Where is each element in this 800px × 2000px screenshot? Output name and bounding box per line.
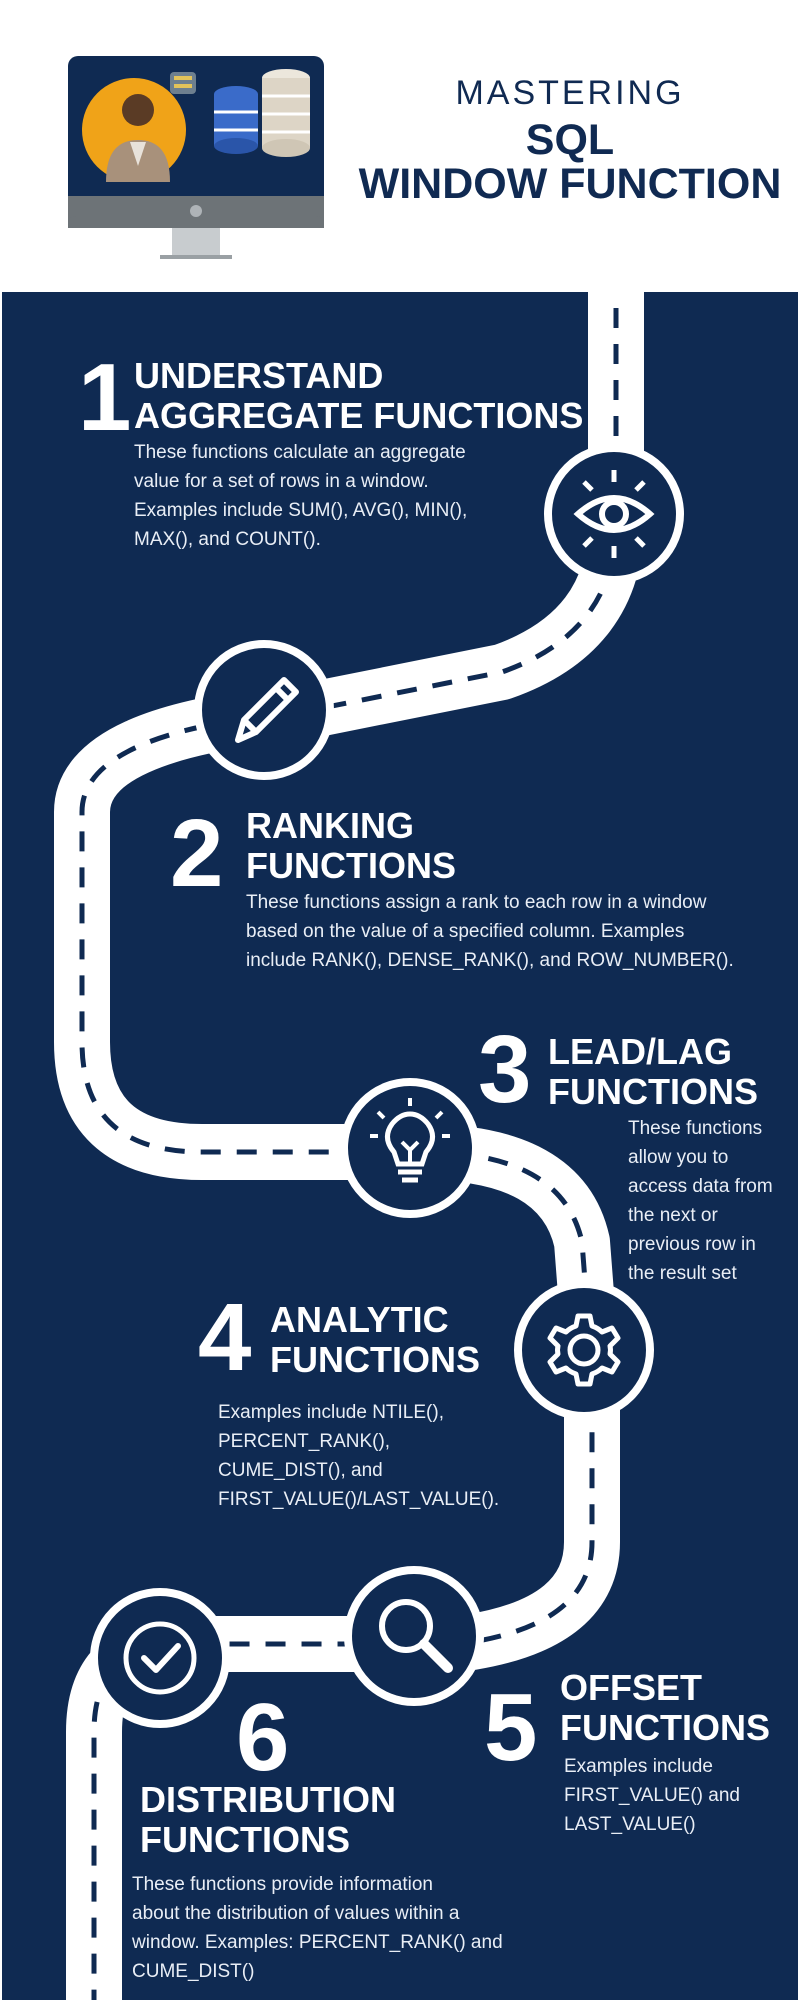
step-3-desc-line: allow you to (628, 1147, 729, 1168)
step-5-title-line-2: FUNCTIONS (560, 1707, 770, 1748)
step-5-desc-line: LAST_VALUE() (564, 1814, 696, 1835)
step-2-desc-line: These functions assign a rank to each ro… (246, 892, 707, 913)
step-4-desc-line: Examples include NTILE(), (218, 1402, 444, 1423)
step-4-number: 4 (198, 1284, 252, 1391)
step-3-number: 3 (478, 1016, 532, 1123)
step-4-title-line-1: ANALYTIC (270, 1299, 449, 1340)
lightbulb-icon-circle (340, 1078, 480, 1218)
lightbulb-icon (370, 1098, 450, 1183)
step-2-title-line-2: FUNCTIONS (246, 845, 456, 886)
gear-icon (547, 1313, 621, 1387)
step-2-number: 2 (170, 800, 224, 907)
step-2-title-line-1: RANKING (246, 805, 414, 846)
step-1-desc-line: Examples include SUM(), AVG(), MIN(), (134, 500, 468, 521)
pencil-icon (235, 677, 299, 743)
step-6-desc-line: about the distribution of values within … (132, 1903, 460, 1924)
step-6-desc-line: CUME_DIST() (132, 1961, 255, 1982)
step-4-desc-line: CUME_DIST(), and (218, 1460, 383, 1481)
step-1-desc-line: value for a set of rows in a window. (134, 471, 429, 492)
content-panel (2, 292, 798, 2000)
step-1-number: 1 (78, 344, 132, 451)
step-1-description: These functions calculate an aggregate v… (134, 438, 534, 554)
magnifier-icon (379, 1599, 453, 1673)
monitor-illustration (68, 56, 324, 259)
database-stack-icon (214, 69, 310, 157)
gear-icon-circle (514, 1280, 654, 1420)
step-6-desc-line: window. Examples: PERCENT_RANK() and (132, 1932, 503, 1953)
step-5-desc-line: FIRST_VALUE() and (564, 1785, 740, 1806)
step-6-title: DISTRIBUTION FUNCTIONS (140, 1780, 440, 1860)
step-3-desc-line: access data from (628, 1176, 773, 1197)
step-5-title: OFFSET FUNCTIONS (560, 1668, 790, 1748)
step-2-title: RANKING FUNCTIONS (246, 806, 546, 886)
title-line-2: WINDOW FUNCTION (358, 160, 782, 208)
step-6-title-line-1: DISTRIBUTION (140, 1779, 396, 1820)
page-title: SQL WINDOW FUNCTION (350, 118, 790, 206)
step-1-title: UNDERSTAND AGGREGATE FUNCTIONS (134, 356, 604, 436)
step-6-description: These functions provide information abou… (132, 1870, 532, 1986)
step-6-title-line-2: FUNCTIONS (140, 1819, 350, 1860)
person-icon (106, 94, 170, 182)
step-2-desc-line: include RANK(), DENSE_RANK(), and ROW_NU… (246, 950, 734, 971)
step-3-desc-line: These functions (628, 1118, 763, 1139)
checkmark-icon (123, 1621, 197, 1695)
step-3-title-line-2: FUNCTIONS (548, 1071, 758, 1112)
step-3-title-line-1: LEAD/LAG (548, 1031, 732, 1072)
step-4-desc-line: FIRST_VALUE()/LAST_VALUE(). (218, 1489, 500, 1510)
database-small-icon (170, 72, 196, 94)
step-5-title-line-1: OFFSET (560, 1667, 702, 1708)
step-4-title: ANALYTIC FUNCTIONS (270, 1300, 530, 1380)
title-line-1: SQL (525, 116, 615, 164)
step-6-desc-line: These functions provide information (132, 1874, 433, 1895)
step-1-desc-line: These functions calculate an aggregate (134, 442, 466, 463)
title-prefix: MASTERING (455, 74, 685, 112)
step-6-number: 6 (236, 1684, 290, 1791)
step-3-description: These functions allow you to access data… (628, 1114, 798, 1288)
checkmark-icon-circle (90, 1588, 230, 1728)
step-1-desc-line: MAX(), and COUNT(). (134, 529, 321, 550)
step-4-description: Examples include NTILE(), PERCENT_RANK()… (218, 1398, 518, 1514)
step-5-description: Examples include FIRST_VALUE() and LAST_… (564, 1752, 784, 1839)
header: MASTERING SQL WINDOW FUNCTION (0, 0, 800, 292)
eye-icon-circle (544, 444, 684, 584)
step-3-desc-line: the next or (628, 1205, 718, 1226)
step-4-title-line-2: FUNCTIONS (270, 1339, 480, 1380)
step-3-title: LEAD/LAG FUNCTIONS (548, 1032, 788, 1112)
step-3-desc-line: previous row in (628, 1234, 756, 1255)
step-3-desc-line: the result set (628, 1263, 737, 1284)
step-4-desc-line: PERCENT_RANK(), (218, 1431, 391, 1452)
step-1-title-line-2: AGGREGATE FUNCTIONS (134, 395, 584, 436)
eye-icon (573, 470, 655, 558)
step-2-desc-line: based on the value of a specified column… (246, 921, 685, 942)
step-1-title-line-1: UNDERSTAND (134, 355, 384, 396)
step-5-number: 5 (484, 1674, 538, 1781)
step-5-desc-line: Examples include (564, 1756, 713, 1777)
magnifier-icon-circle (344, 1566, 484, 1706)
pencil-icon-circle (194, 640, 334, 780)
step-2-description: These functions assign a rank to each ro… (246, 888, 776, 975)
